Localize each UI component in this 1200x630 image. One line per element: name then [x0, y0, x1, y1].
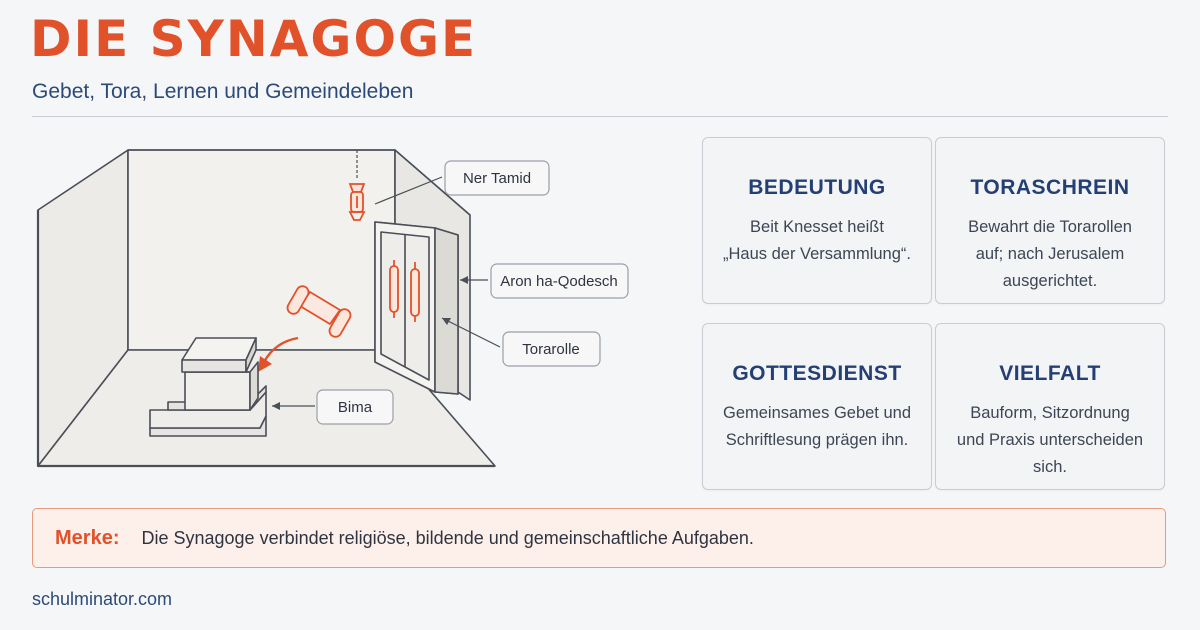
card-title: GOTTESDIENST: [732, 362, 902, 385]
merke-text: Die Synagoge verbindet religiöse, bilden…: [141, 527, 754, 548]
bima: [149, 337, 267, 437]
card-line: auf; nach Jerusalem: [975, 245, 1125, 263]
callout-ner-tamid: Ner Tamid: [374, 160, 550, 205]
card-line: Schriftlesung prägen ihn.: [725, 431, 909, 449]
card-text: Beit Knesset heißt „Haus der Versammlung…: [712, 214, 922, 268]
merke-label: Merke:: [55, 526, 120, 549]
callout-label-torarolle: Torarolle: [522, 341, 580, 358]
card-line: Bewahrt die Torarollen: [968, 218, 1132, 236]
synagogue-illustration: Ner Tamid Aron ha-Qodesch Torarolle Bima: [36, 149, 629, 468]
card-line: Gemeinsames Gebet und: [722, 404, 912, 422]
card-text: Bauform, Sitzordnung und Praxis untersch…: [945, 400, 1155, 481]
card-text: Gemeinsames Gebet und Schriftlesung präg…: [712, 400, 922, 454]
torah-scroll: [286, 285, 352, 338]
callout-bima: Bima: [272, 389, 394, 425]
card-title: BEDEUTUNG: [748, 176, 886, 199]
merke-box: Merke: Die Synagoge verbindet religiöse,…: [32, 508, 1166, 568]
card-line: Beit Knesset heißt: [750, 218, 884, 236]
movement-arrow: [262, 336, 299, 363]
card-line: sich.: [1033, 458, 1067, 476]
card-text: Bewahrt die Torarollen auf; nach Jerusal…: [945, 214, 1155, 295]
callout-label-ner-tamid: Ner Tamid: [463, 170, 531, 187]
callout-label-bima: Bima: [338, 399, 373, 416]
card-gottesdienst: GOTTESDIENST Gemeinsames Gebet und Schri…: [702, 323, 932, 490]
card-vielfalt: VIELFALT Bauform, Sitzordnung und Praxis…: [935, 323, 1165, 490]
card-title: VIELFALT: [999, 362, 1101, 385]
callout-aron: Aron ha-Qodesch: [460, 263, 629, 299]
page-title: DIE SYNAGOGE: [30, 10, 478, 68]
card-line: und Praxis unterscheiden: [956, 431, 1144, 449]
card-line: Bauform, Sitzordnung: [970, 404, 1130, 422]
card-line: ausgerichtet.: [1002, 272, 1098, 290]
header-divider: [32, 116, 1168, 117]
card-title: TORASCHREIN: [970, 176, 1130, 199]
footer-site-name: schulminator.com: [32, 589, 173, 609]
page-subtitle: Gebet, Tora, Lernen und Gemeindeleben: [32, 80, 414, 103]
callout-label-aron: Aron ha-Qodesch: [500, 273, 618, 290]
back-wall: [127, 149, 396, 351]
card-toraschrein: TORASCHREIN Bewahrt die Torarollen auf; …: [935, 137, 1165, 304]
card-line: „Haus der Versammlung“.: [723, 245, 911, 263]
callout-torarolle: Torarolle: [441, 317, 601, 367]
ark-torah-scrolls: [389, 260, 420, 322]
card-bedeutung: BEDEUTUNG Beit Knesset heißt „Haus der V…: [702, 137, 932, 304]
ner-tamid-lamp: [348, 150, 366, 221]
